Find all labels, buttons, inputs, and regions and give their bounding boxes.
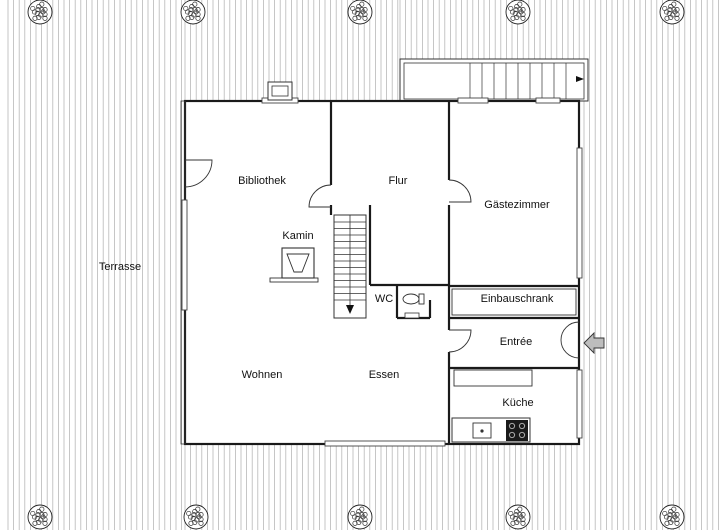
- interior-walls: [329, 101, 579, 444]
- toilet-icon: [402, 293, 425, 319]
- label-bibliothek: Bibliothek: [238, 175, 286, 187]
- tree-icon: [659, 0, 685, 25]
- tree-icon: [180, 0, 206, 25]
- terrace-decking-top: [184, 0, 580, 101]
- entrance-arrow-icon: [583, 331, 605, 355]
- doors: [184, 159, 580, 359]
- stairs-down-arrow-icon: [346, 305, 354, 314]
- tree-icons: [27, 0, 685, 530]
- kitchen-counter: [451, 417, 531, 443]
- tree-icon: [27, 504, 53, 530]
- tree-icon: [505, 504, 531, 530]
- label-gaestezimmer: Gästezimmer: [484, 199, 550, 211]
- label-kueche: Küche: [502, 397, 533, 409]
- label-kamin: Kamin: [282, 230, 313, 242]
- label-einbauschrank: Einbauschrank: [481, 293, 554, 305]
- stairs: [333, 214, 367, 319]
- tree-icon: [347, 0, 373, 25]
- label-wohnen: Wohnen: [242, 369, 283, 381]
- terrace-decking-left: [7, 0, 183, 530]
- fireplace: [269, 247, 319, 283]
- stove-icon: [506, 420, 528, 441]
- label-flur: Flur: [389, 175, 408, 187]
- label-terrasse: Terrasse: [99, 261, 141, 273]
- chimney-stack: [267, 81, 293, 101]
- terrace-decking-right: [583, 0, 719, 530]
- tree-icon: [183, 504, 209, 530]
- tree-icon: [27, 0, 53, 25]
- upper-terrace-steps: [399, 58, 589, 102]
- label-entree: Entrée: [500, 336, 532, 348]
- tree-icon: [505, 0, 531, 25]
- label-wc: WC: [375, 293, 393, 305]
- windows: [181, 97, 583, 447]
- top-stairs-arrow-icon: [576, 76, 584, 82]
- tree-icon: [347, 504, 373, 530]
- tree-icon: [659, 504, 685, 530]
- terrace-decking-bottom: [184, 444, 578, 530]
- label-essen: Essen: [369, 369, 400, 381]
